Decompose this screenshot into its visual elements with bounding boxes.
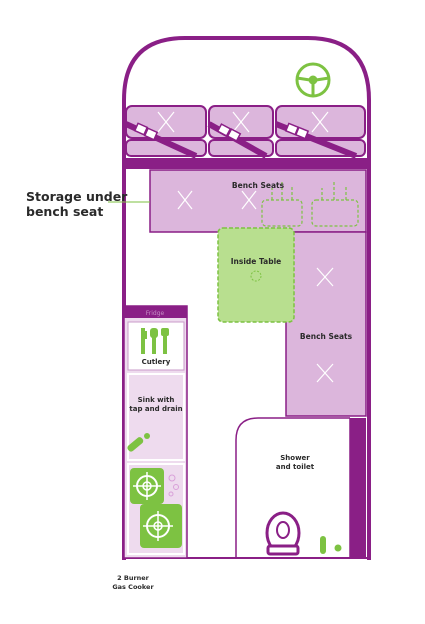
front-seat-left — [124, 105, 207, 159]
toilet-icon — [265, 511, 301, 556]
sink-label-line2: tap and drain — [129, 405, 182, 413]
tap-icon — [127, 433, 150, 452]
shower-icon — [320, 536, 342, 554]
steering-wheel-icon — [295, 62, 331, 98]
storage-dashed-icon — [261, 180, 359, 227]
fridge-bar — [124, 306, 187, 318]
van-outline — [122, 36, 371, 560]
cutlery-label: Cutlery — [142, 358, 171, 366]
cooker-label-line1: 2 Burner — [117, 574, 150, 582]
bench-seat-right — [285, 231, 367, 417]
bench-seats-right-label: Bench Seats — [300, 332, 353, 341]
cab-partition — [124, 158, 369, 169]
front-seat-right — [274, 105, 366, 159]
shower-label-line1: Shower — [280, 454, 310, 462]
fridge-label: Fridge — [146, 310, 165, 317]
front-seat-middle — [207, 105, 274, 159]
inside-table — [217, 227, 295, 323]
sink-label-line1: Sink with — [138, 396, 175, 404]
bench-seat-top — [149, 169, 367, 233]
bench-seats-top-label: Bench Seats — [232, 181, 285, 190]
cooker-label-line2: Gas Cooker — [112, 583, 154, 591]
inside-table-label: Inside Table — [231, 257, 281, 266]
storage-label-line1: Storage under — [26, 189, 128, 204]
cutlery-icon — [141, 328, 169, 354]
gas-burner-icon — [130, 468, 182, 548]
storage-label-line2: bench seat — [26, 204, 103, 219]
shower-label-line2: and toilet — [276, 463, 315, 471]
shower-toilet-room — [235, 417, 366, 558]
